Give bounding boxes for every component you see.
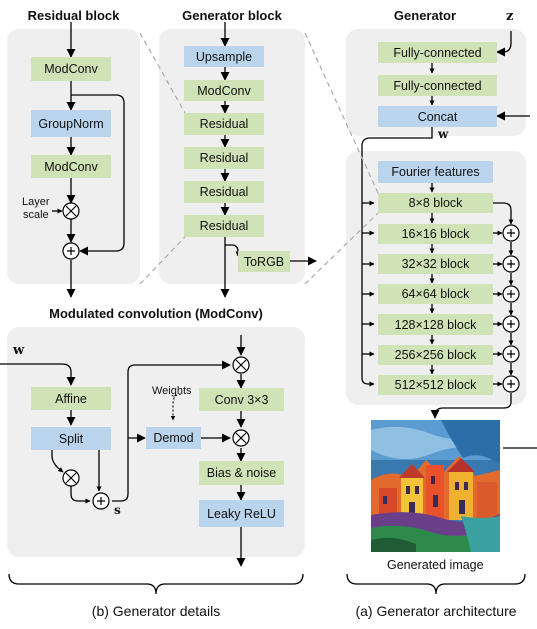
residual-modconv-1: ModConv (31, 57, 111, 81)
w-label-modconv: w (13, 343, 25, 358)
conv3x3-box: Conv 3×3 (199, 388, 284, 411)
generator-block-modconv: ModConv (184, 80, 264, 101)
bias-noise-box: Bias & noise (199, 461, 284, 485)
s-label: s (114, 503, 121, 517)
block-256x256: 256×256 block (378, 345, 493, 365)
weights-label: Weights (152, 385, 192, 397)
block-512x512: 512×512 block (378, 375, 493, 395)
residual-box-3: Residual (184, 181, 264, 203)
block-16x16: 16×16 block (378, 224, 493, 244)
caption-generator-architecture: (a) Generator architecture (355, 603, 517, 619)
layer-scale-label-line1: Layer (22, 196, 50, 208)
modconv-section-title: Modulated convolution (ModConv) (49, 306, 263, 321)
block-8x8: 8×8 block (378, 193, 493, 213)
leaky-relu-box: Leaky ReLU (199, 500, 284, 527)
brace-generator-architecture (346, 573, 526, 595)
torgb-box: ToRGB (238, 251, 290, 272)
generated-image-caption: Generated image (387, 558, 484, 572)
fourier-features-box: Fourier features (378, 161, 493, 183)
brace-generator-details (8, 573, 304, 595)
fully-connected-1: Fully-connected (378, 42, 497, 63)
demod-box: Demod (146, 427, 201, 449)
z-label: z (506, 9, 514, 24)
layer-scale-label-line2: scale (23, 209, 49, 221)
block-128x128: 128×128 block (378, 314, 493, 335)
residual-box-1: Residual (184, 113, 264, 135)
residual-modconv-2: ModConv (31, 155, 111, 178)
residual-box-4: Residual (184, 215, 264, 237)
affine-box: Affine (31, 387, 111, 410)
split-box: Split (31, 427, 111, 450)
block-32x32: 32×32 block (378, 254, 493, 274)
concat-box: Concat (378, 106, 497, 127)
residual-box-2: Residual (184, 147, 264, 169)
fully-connected-2: Fully-connected (378, 75, 497, 96)
block-64x64: 64×64 block (378, 284, 493, 304)
residual-block-title: Residual block (27, 8, 120, 23)
generated-image (371, 420, 500, 552)
residual-groupnorm: GroupNorm (31, 110, 111, 137)
upsample-box: Upsample (184, 46, 264, 67)
w-label-generator: w (438, 127, 449, 141)
generator-block-title: Generator block (182, 8, 282, 23)
generator-title: Generator (393, 8, 457, 23)
caption-generator-details: (b) Generator details (91, 603, 221, 619)
